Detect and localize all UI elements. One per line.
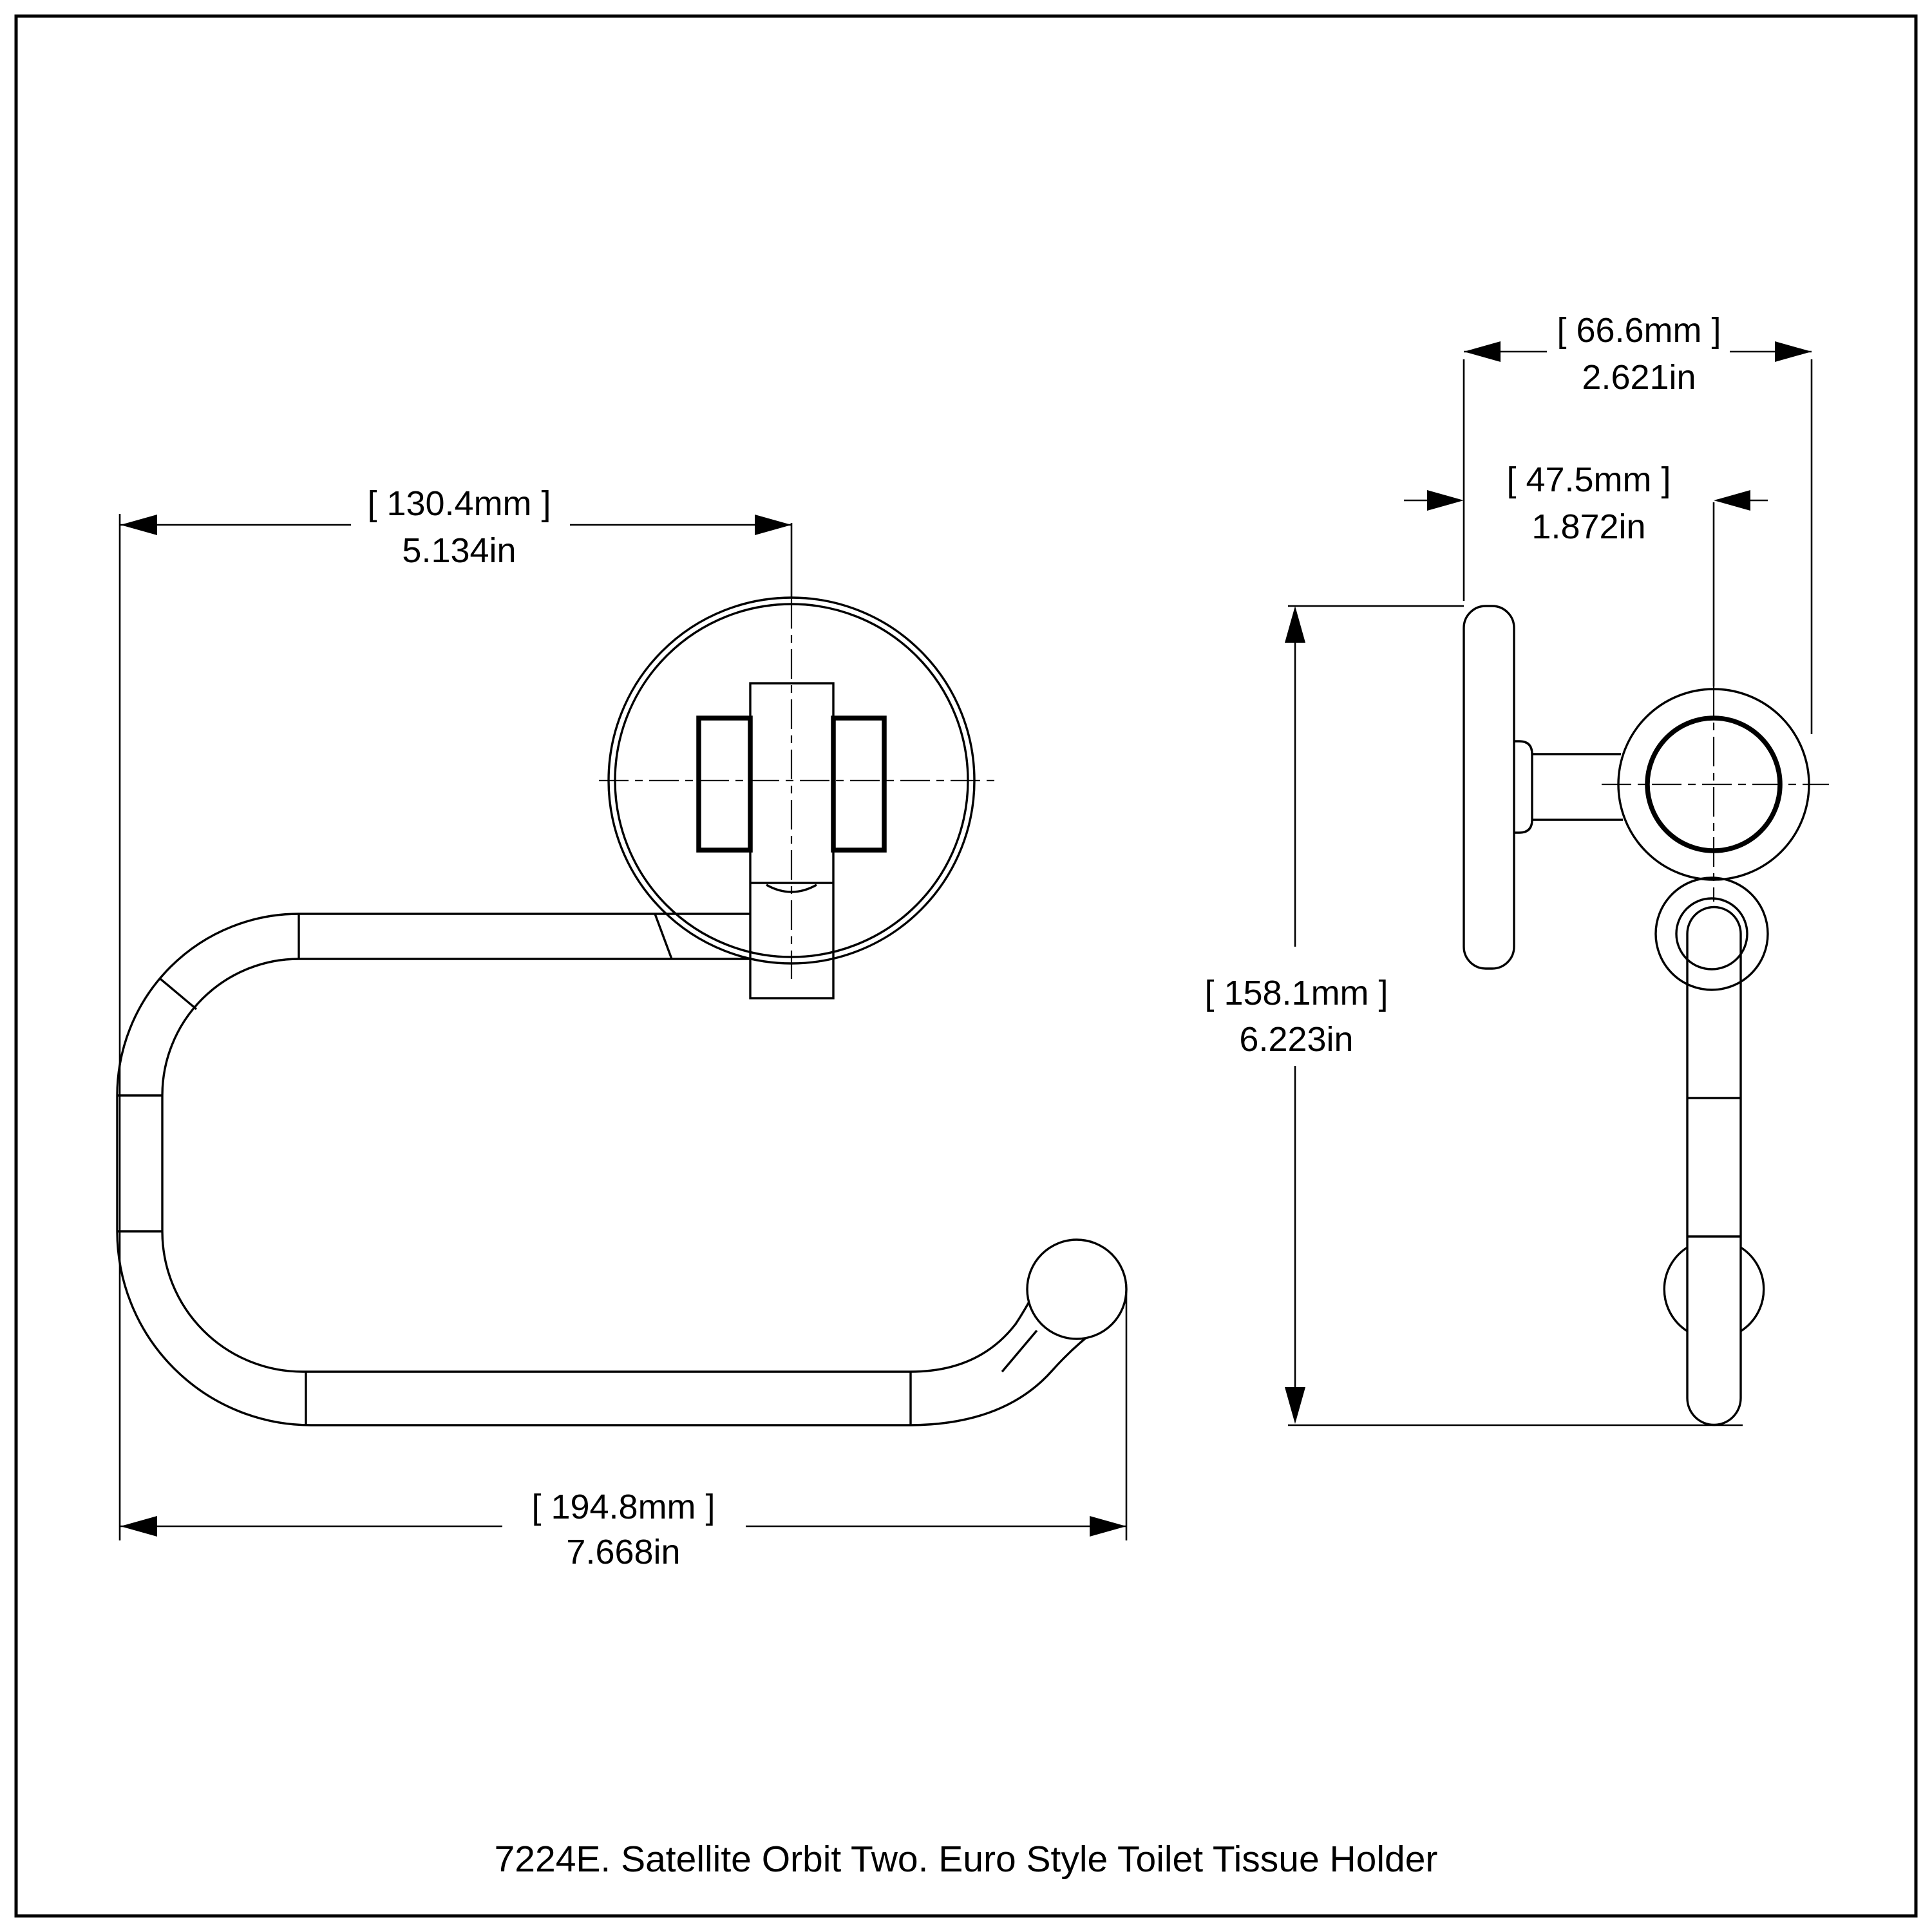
- dim3-arrow-right: [1775, 341, 1812, 362]
- arm-inner-edge: [161, 958, 1050, 1373]
- ball-finial: [1026, 1238, 1128, 1340]
- dim2-imperial-label: 7.668in: [566, 1533, 680, 1571]
- dim1-arrow-left: [120, 515, 157, 535]
- dim1-imperial-label: 5.134in: [402, 531, 516, 570]
- post-flat-left: [696, 715, 753, 853]
- pivot-ring-outer: [1654, 876, 1769, 991]
- dim5-metric-label: [ 158.1mm ]: [1204, 974, 1388, 1012]
- arm-tick-hook-mid: [1001, 1329, 1038, 1373]
- page-border: [14, 14, 1918, 1918]
- dim4-arrow-right: [1714, 490, 1750, 511]
- dim1-arrow-right: [755, 515, 791, 535]
- dim3-arrow-left: [1464, 341, 1501, 362]
- arm-tick-corner-arc: [159, 978, 198, 1010]
- bracket-setscrew-arc: [766, 884, 817, 893]
- wall-plate-edge: [1463, 605, 1515, 970]
- dim3-imperial-label: 2.621in: [1582, 358, 1696, 397]
- dim5-arrow-top: [1285, 606, 1305, 643]
- post-flat-right: [831, 715, 887, 853]
- dim5-arrow-bottom: [1285, 1387, 1305, 1424]
- stem-collar: [1514, 740, 1533, 834]
- dim4-imperial-label: 1.872in: [1531, 507, 1645, 546]
- dim1-metric-label: [ 130.4mm ]: [367, 484, 551, 523]
- dim-overall-projection: [ 66.6mm ] 2.621in: [1463, 311, 1813, 734]
- dim-left-to-post-center: [ 130.4mm ] 5.134in: [118, 484, 791, 1540]
- drawing-caption: 7224E. Satellite Orbit Two. Euro Style T…: [495, 1839, 1438, 1880]
- side-ball-right-arc: [1740, 1246, 1765, 1332]
- dim2-arrow-left: [120, 1516, 157, 1537]
- tube-bottom-cap: [1686, 1397, 1742, 1426]
- dim4-arrow-left: [1427, 490, 1464, 511]
- dim-wall-to-ring-center: [ 47.5mm ] 1.872in: [1404, 460, 1768, 546]
- tube-sides: [1686, 934, 1742, 1398]
- dim4-metric-label: [ 47.5mm ]: [1506, 460, 1671, 499]
- front-view: [ 130.4mm ] 5.134in [ 194.8mm ] 7.668in: [116, 484, 1128, 1571]
- dim-overall-width: [ 194.8mm ] 7.668in: [120, 1294, 1128, 1571]
- dim-overall-height: [ 158.1mm ] 6.223in: [1204, 605, 1743, 1426]
- side-view: [ 66.6mm ] 2.621in [ 47.5mm ] 1.872in [ …: [1204, 311, 1829, 1426]
- dim3-metric-label: [ 66.6mm ]: [1557, 311, 1721, 350]
- tube-top-cap: [1686, 905, 1742, 934]
- side-ball-left-arc: [1663, 1246, 1688, 1332]
- arm-outer-edge: [116, 913, 1100, 1426]
- pivot-ring-inner: [1675, 897, 1748, 971]
- dim2-arrow-right: [1090, 1516, 1126, 1537]
- dim5-imperial-label: 6.223in: [1239, 1020, 1353, 1059]
- dim2-metric-label: [ 194.8mm ]: [531, 1488, 715, 1526]
- arm-tick-near-post: [654, 913, 673, 960]
- stem: [1532, 753, 1623, 821]
